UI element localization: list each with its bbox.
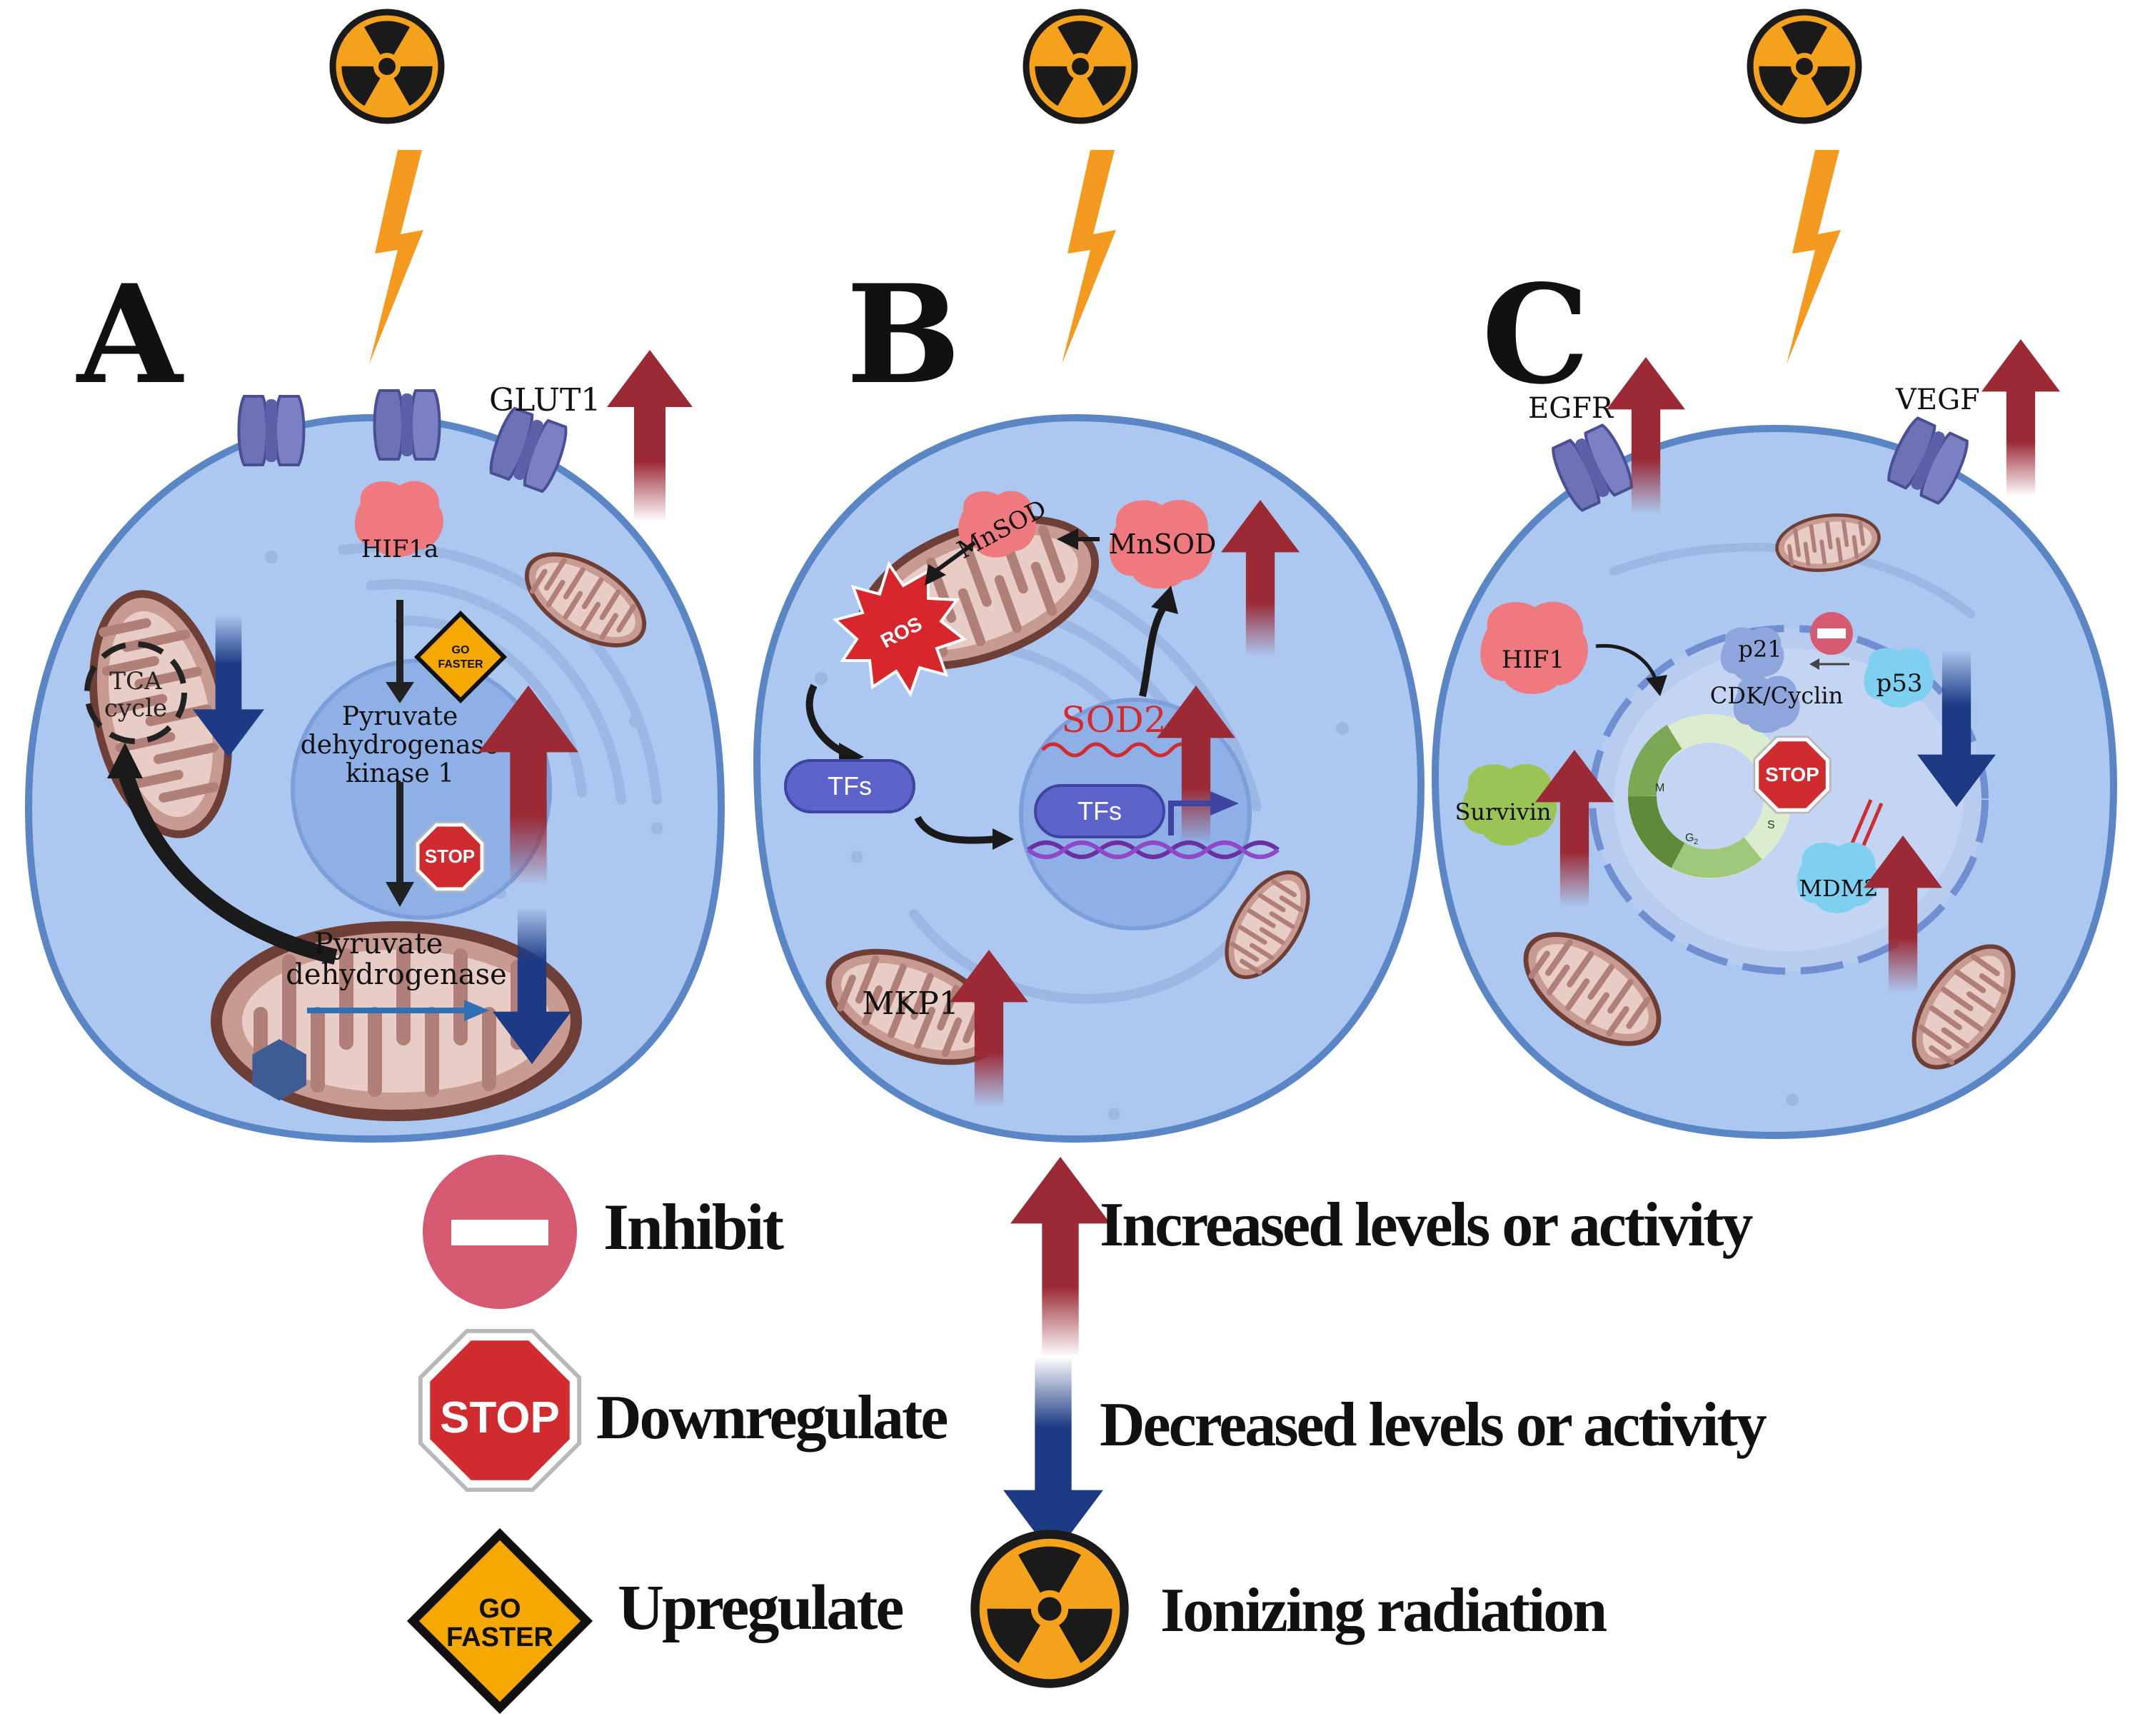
hif1-label: HIF1 [1502,646,1564,674]
legend-increase-arrow-icon [1010,1157,1110,1357]
pdh-label-2: dehydrogenase [286,958,507,991]
glut1-label: GLUT1 [489,382,601,418]
cell-c: M G 2 S EGFR VEGF HIF1 p21 CDK/Cyclin p5… [1431,339,2118,1140]
mdm2-label: MDM2 [1799,875,1879,902]
go-faster-text-1: GO [452,644,470,656]
sod2-label: SOD2 [1061,699,1166,741]
panel-b-letter: B [846,255,961,414]
legend-upregulate-label: Upregulate [618,1572,904,1643]
tfs-label-1: TFs [828,771,872,801]
radiation-icon-c [1750,12,1859,121]
tfs-pill [784,759,915,813]
legend-increased-label: Increased levels or activity [1100,1190,1753,1260]
ros-burst-icon [832,561,968,698]
legend-decrease-arrow-icon [1003,1357,1103,1557]
phase-g2-label: G [1685,832,1694,844]
pdk-label-1: Pyruvate [342,702,458,731]
survivin-label: Survivin [1455,798,1551,826]
p53-label: p53 [1876,669,1922,698]
glut-channel-icon [237,395,306,466]
equilibrium-icon [1847,799,1884,854]
cell-a: GLUT1 TCA cycle HIF1a GO FASTER Pyruvate… [24,350,725,1143]
legend-go-faster-text-1: GO [478,1594,521,1624]
legend-go-faster-text-2: FASTER [446,1622,553,1652]
vegf-label: VEGF [1895,383,1980,416]
phase-s-label: S [1767,819,1775,831]
pyruvate-hexagon-icon [252,1039,307,1101]
egfr-label: EGFR [1528,392,1614,425]
hif1a-label: HIF1a [361,535,439,563]
mnsod-label: MnSOD [1108,528,1216,560]
legend-radiation-icon [975,1535,1125,1684]
legend-radiation-label: Ionizing radiation [1160,1576,1607,1645]
legend-stop-text: STOP [440,1393,560,1443]
tca-label-1: TCA [109,667,162,696]
tfs-nuclear-pill [1034,784,1165,838]
stop-sign-text: STOP [1765,763,1819,786]
go-faster-text-2: FASTER [438,658,483,671]
tca-cycle-icon [84,641,187,744]
mkp1-label: MKP1 [862,985,959,1022]
lightning-icon-c [1787,150,1841,364]
lightning-icon-b [1062,150,1116,364]
dna-icon [1027,841,1280,859]
stop-sign-text: STOP [425,846,475,867]
increase-arrow-icon [607,350,693,521]
radiation-icon-b [1026,12,1135,121]
pdh-label-1: Pyruvate [314,928,443,960]
legend-decreased-label: Decreased levels or activity [1100,1390,1767,1460]
tfs-label-2: TFs [1077,796,1122,826]
cell-b: MnSOD ROS MnSOD TFs SOD2 TFs [753,413,1425,1143]
cdk-cyclin-label: CDK/Cyclin [1710,682,1843,709]
pdk-label-2: dehydrogenase [301,731,500,760]
radiation-icon-a [333,12,441,121]
legend: STOP GO FASTER [406,1155,1125,1715]
panel-c-letter: C [1482,255,1589,414]
phase-g2-sub: 2 [1694,838,1698,846]
panel-a-letter: A [76,255,184,414]
glut-channel-icon [373,389,441,461]
tca-label-2: cycle [104,694,167,723]
legend-downregulate-label: Downregulate [596,1383,948,1452]
p21-label: p21 [1738,636,1782,663]
increase-arrow-icon [1981,339,2060,496]
phase-m-label: M [1655,782,1664,794]
lightning-icon-a [369,150,423,364]
legend-inhibit-label: Inhibit [603,1190,784,1263]
pdk-label-3: kinase 1 [346,759,454,788]
